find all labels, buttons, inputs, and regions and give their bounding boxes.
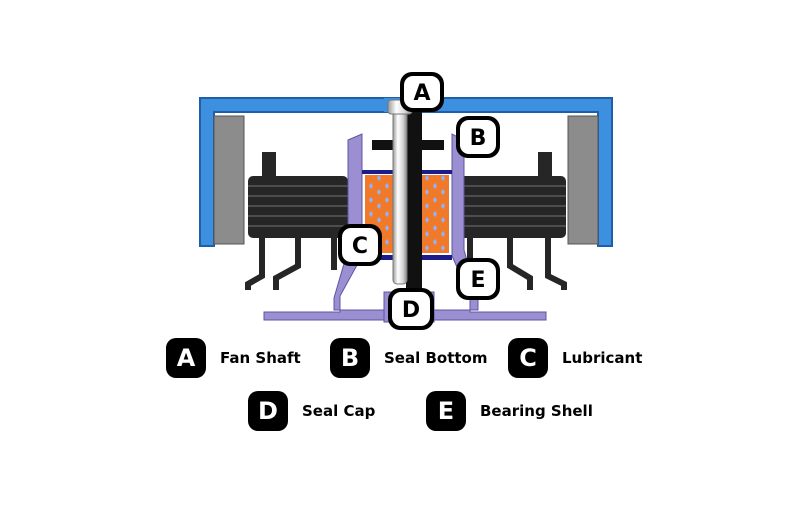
callout-d: D (388, 288, 434, 330)
legend-item-e: E Bearing Shell (426, 390, 593, 432)
callout-a: A (400, 72, 444, 112)
legend-badge-c: C (508, 338, 548, 378)
svg-text:A: A (413, 81, 430, 106)
svg-text:C: C (352, 234, 368, 259)
legend-item-d: D Seal Cap (248, 390, 375, 432)
stator-coil-left (245, 152, 348, 290)
callout-c: C (338, 224, 382, 266)
legend-label-lubricant: Lubricant (562, 349, 643, 367)
magnet-left (213, 115, 245, 245)
stator-coil-right (458, 152, 567, 290)
magnet-right (567, 115, 599, 245)
legend-label-seal-bottom: Seal Bottom (384, 349, 488, 367)
legend-badge-a: A (166, 338, 206, 378)
svg-text:E: E (470, 268, 485, 293)
legend-badge-e: E (426, 391, 466, 431)
legend-label-bearing-shell: Bearing Shell (480, 402, 593, 420)
callout-b: B (456, 116, 500, 158)
legend-item-a: A Fan Shaft (166, 337, 301, 379)
legend-badge-d: D (248, 391, 288, 431)
legend-label-seal-cap: Seal Cap (302, 402, 376, 420)
callout-e: E (456, 258, 500, 300)
center-rod (406, 108, 422, 296)
legend-badge-b: B (330, 338, 370, 378)
svg-text:B: B (470, 126, 487, 151)
svg-text:D: D (402, 298, 420, 323)
legend-item-c: C Lubricant (508, 337, 642, 379)
legend-item-b: B Seal Bottom (330, 337, 487, 379)
legend-label-fan-shaft: Fan Shaft (220, 349, 301, 367)
